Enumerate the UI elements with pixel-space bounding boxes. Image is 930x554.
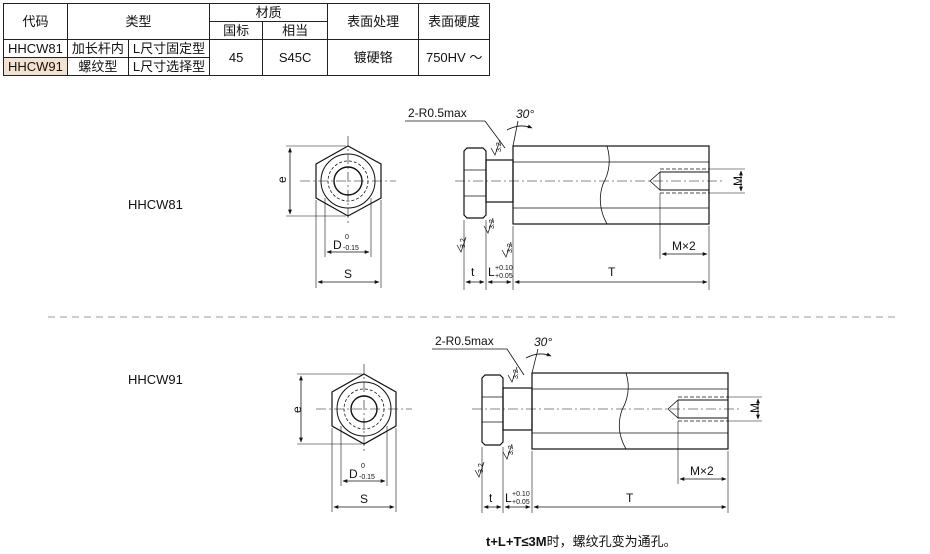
dim-radius: 2-R0.5max <box>435 334 494 348</box>
dim-angle: 30° <box>534 335 552 349</box>
rough-mark: 3.2 <box>489 219 496 229</box>
cell-hardness: 750HV ～ <box>418 39 491 76</box>
row-code: HHCW81 <box>3 39 68 58</box>
dim-m: M <box>748 403 762 413</box>
dim-d-tol-upper: 0 <box>361 463 365 470</box>
dim-s: S <box>360 492 368 506</box>
hhcw81-side-view <box>405 120 745 290</box>
header-hardness: 表面硬度 <box>418 3 491 40</box>
header-material-eq: 相当 <box>262 21 329 40</box>
rough-mark: 3.2 <box>460 238 467 248</box>
rough-mark: 3.2 <box>508 445 515 455</box>
drawing-label-hhcw81: HHCW81 <box>128 197 183 212</box>
row-type-a: 螺纹型 <box>66 57 129 76</box>
rough-mark: 3.2 <box>478 463 485 473</box>
row-type-b: L尺寸固定型 <box>127 39 211 58</box>
dim-t: t <box>471 265 475 279</box>
header-surface: 表面处理 <box>327 3 420 40</box>
footnote-text: 时，螺纹孔变为通孔。 <box>546 534 677 549</box>
dim-e: e <box>275 176 289 183</box>
header-code: 代码 <box>3 3 68 40</box>
dim-t: t <box>489 491 493 505</box>
header-type: 类型 <box>66 3 211 40</box>
dim-s: S <box>344 267 352 281</box>
footnote: t+L+T≤3M时，螺纹孔变为通孔。 <box>486 531 677 550</box>
dim-d-tol-lower: -0.15 <box>343 245 359 252</box>
dim-T: T <box>626 491 634 505</box>
drawing-label-hhcw91: HHCW91 <box>128 372 183 387</box>
dim-l: L <box>505 491 512 505</box>
dim-l: L <box>488 265 495 279</box>
dim-radius: 2-R0.5max <box>408 106 467 120</box>
cell-surface: 镀硬铬 <box>327 39 420 76</box>
dim-m2: M×2 <box>690 464 714 478</box>
dim-m2: M×2 <box>672 239 696 253</box>
dim-d: D <box>349 467 358 481</box>
hhcw91-end-view <box>297 364 412 512</box>
dim-l-tol-upper: +0.10 <box>512 491 530 498</box>
row-code: HHCW91 <box>3 57 68 76</box>
dim-l-tol-upper: +0.10 <box>495 265 513 272</box>
dim-d-tol-lower: -0.15 <box>359 474 375 481</box>
rough-mark: 3.2 <box>513 369 520 379</box>
dim-angle: 30° <box>516 107 534 121</box>
dim-e: e <box>290 406 304 413</box>
dim-d: D <box>333 238 342 252</box>
cell-eq: S45C <box>262 39 329 76</box>
hhcw81-end-view <box>286 136 396 288</box>
rough-mark: 3.2 <box>496 142 503 152</box>
dim-T: T <box>608 265 616 279</box>
dim-l-tol-lower: +0.05 <box>495 273 513 280</box>
rough-mark: 3.2 <box>507 243 514 253</box>
dim-l-tol-lower: +0.05 <box>512 499 530 506</box>
dim-m: M <box>731 176 745 186</box>
cell-gb: 45 <box>209 39 264 76</box>
footnote-formula: t+L+T≤3M <box>486 534 547 549</box>
row-type-b: L尺寸选择型 <box>127 57 211 76</box>
spec-table: 代码 类型 材质 表面处理 表面硬度 国标 相当 HHCW81 加长杆内 L尺寸… <box>3 3 491 76</box>
hhcw91-side-view <box>432 348 762 513</box>
dim-d-tol-upper: 0 <box>345 234 349 241</box>
header-material: 材质 <box>209 3 329 22</box>
